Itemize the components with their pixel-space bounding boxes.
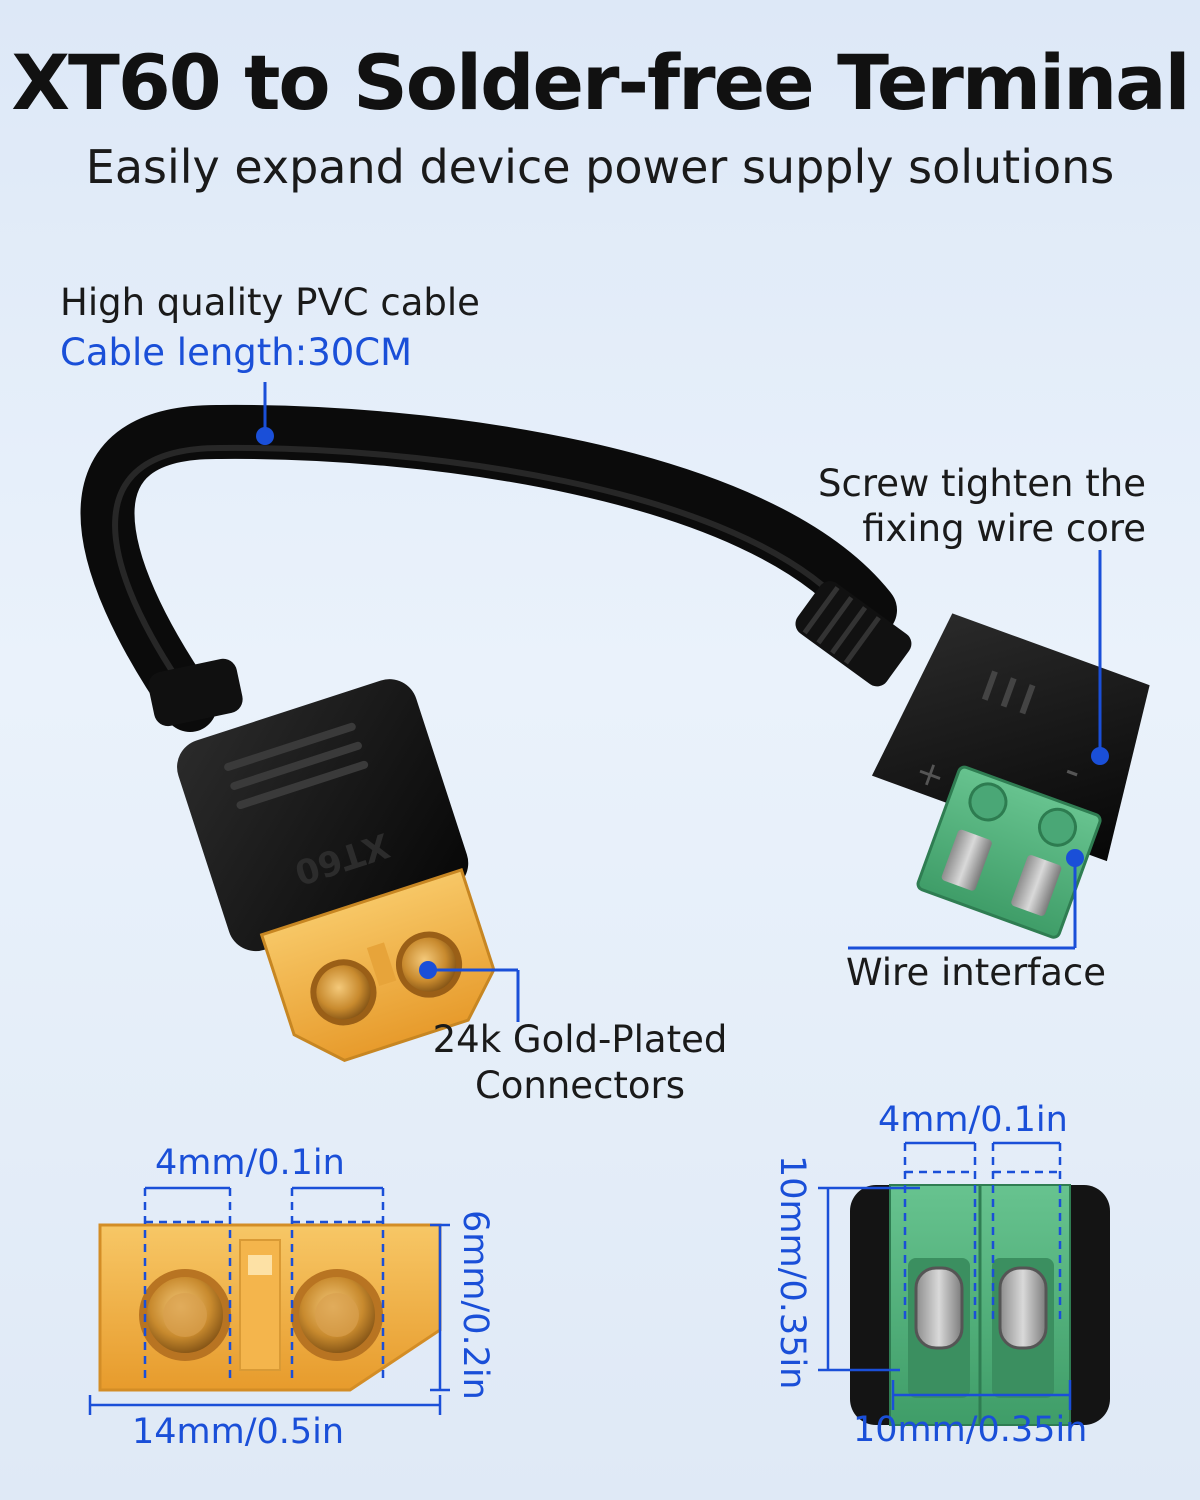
gold-plated-callout-line2: Connectors [474, 1064, 686, 1107]
pvc-cable [80, 404, 912, 732]
terminal-width-label: 10mm/0.35in [853, 1410, 1088, 1450]
xt60-height-label: 6mm/0.2in [455, 1210, 495, 1400]
xt60-pin-width-label: 4mm/0.1in [155, 1143, 345, 1183]
screw-terminal-adapter: + - [871, 613, 1150, 939]
page-title: XT60 to Solder-free Terminal [11, 38, 1190, 127]
xt60-face-diagram [88, 1186, 450, 1415]
page-subtitle: Easily expand device power supply soluti… [85, 140, 1115, 194]
terminal-height-label: 10mm/0.35in [772, 1155, 812, 1390]
screw-callout-line1: Screw tighten the [818, 462, 1146, 505]
xt60-connector: XT60 [177, 679, 496, 1062]
callout-lines [256, 382, 1109, 1022]
cable-length-label: Cable length:30CM [60, 331, 413, 374]
gold-plated-callout-line1: 24k Gold-Plated [432, 1018, 728, 1061]
terminal-face-diagram [818, 1141, 1110, 1426]
xt60-width-label: 14mm/0.5in [132, 1412, 345, 1452]
terminal-slot-width-label: 4mm/0.1in [878, 1100, 1068, 1140]
wire-interface-label: Wire interface [846, 951, 1106, 994]
cable-quality-label: High quality PVC cable [60, 281, 480, 324]
screw-callout-line2: fixing wire core [862, 507, 1146, 550]
